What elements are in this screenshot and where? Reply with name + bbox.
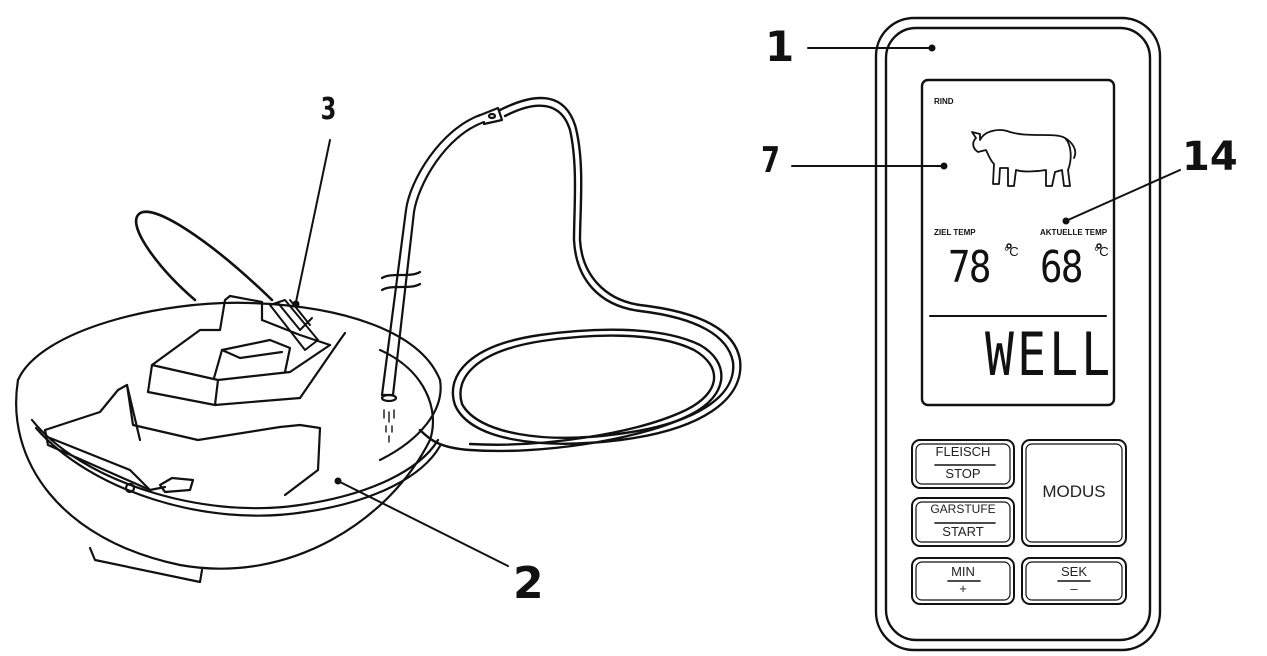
leader-3 [295,139,331,303]
leader-14 [1067,169,1181,221]
current-temp-value: 68 [1040,242,1083,293]
minus-label[interactable]: – [1070,581,1078,596]
target-temp-value: 78 [948,242,991,293]
callout-3: 3 [320,92,337,127]
base-station [15,294,442,584]
button-group [911,439,1127,605]
start-label[interactable]: START [942,524,984,539]
callout-7: 7 [761,140,780,181]
current-temp-label: AKTUELLE TEMP [1040,228,1108,237]
target-temp-unit: °C [1004,244,1019,259]
doneness-display: WELL [985,320,1114,390]
min-plus-button [911,557,1015,605]
base-foot [88,546,204,584]
garstufe-label[interactable]: GARSTUFE [930,502,996,516]
sek-label[interactable]: SEK [1060,564,1087,579]
current-temp-unit: °C [1094,244,1109,259]
stop-label[interactable]: STOP [945,466,981,481]
sek-minus-button [1021,557,1127,605]
probe-cable [134,210,274,302]
callout-1: 1 [765,22,795,71]
callout-2: 2 [513,558,544,609]
temperature-probe [380,106,504,443]
fleisch-stop-button [911,439,1015,489]
probe-long-cable [418,96,742,453]
device-outer-shell [874,16,1162,652]
plus-label[interactable]: + [959,581,967,596]
leader-2 [339,481,509,567]
degree-marks [1006,243,1102,249]
garstufe-start-button [911,497,1015,547]
target-temp-label: ZIEL TEMP [934,228,976,237]
callout-14: 14 [1182,134,1238,180]
min-label[interactable]: MIN [951,564,975,579]
modus-button [1021,439,1127,547]
device-inner-shell [884,26,1152,642]
fleisch-label[interactable]: FLEISCH [935,444,991,459]
display-unit [874,16,1162,652]
lcd-screen [920,78,1116,407]
base-bowl [15,348,434,570]
leader-lines [292,44,1181,567]
cow-icon [971,129,1077,187]
modus-label[interactable]: MODUS [1042,482,1106,501]
meat-label: RIND [934,97,954,106]
